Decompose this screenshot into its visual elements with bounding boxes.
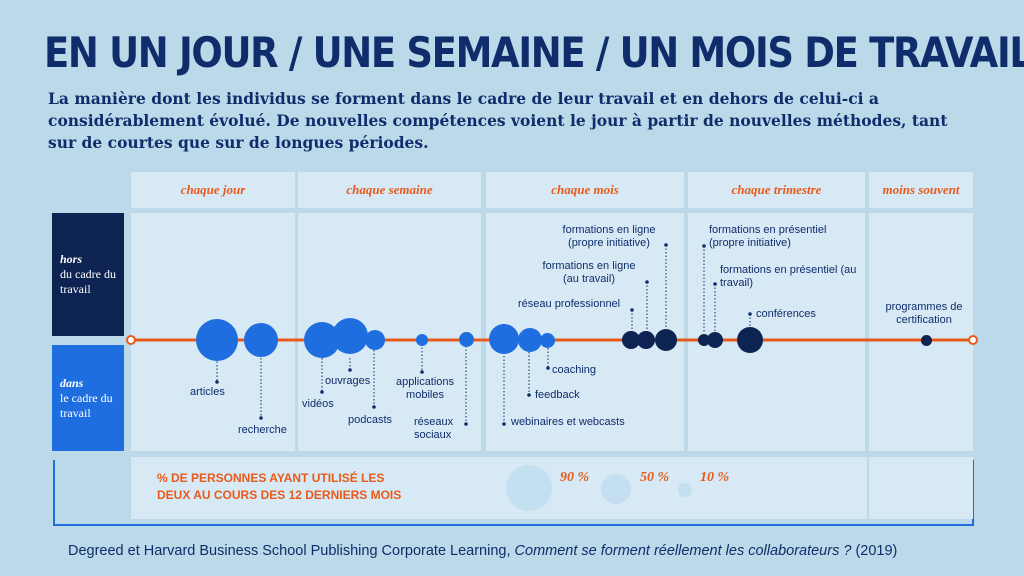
source-suffix: (2019) (851, 543, 898, 559)
legend-value-90: 90 % (560, 470, 590, 485)
bubble-feedback (518, 328, 542, 352)
label-feedback: feedback (535, 389, 580, 401)
label-webinaires: webinaires et webcasts (511, 416, 625, 428)
legend-title-line1: % DE PERSONNES AYANT UTILISÉ LES (157, 471, 385, 485)
legend-panel-right (869, 457, 973, 519)
row-label-inside-emph: dans (60, 375, 84, 390)
bubble-recherche (244, 323, 278, 357)
page-subtitle: La manière dont les individus se forment… (48, 89, 948, 152)
column-body-less-often (869, 213, 973, 451)
row-label-outside-rest: du cadre du travail (60, 267, 116, 296)
bubble-certification (921, 335, 932, 346)
bubble-formations-ligne-propre (655, 329, 677, 351)
column-header-less-often: moins souvent (869, 172, 973, 208)
bubble-webinaires (489, 324, 519, 354)
label-ouvrages: ouvrages (325, 375, 371, 387)
label-formations-presentiel-propre: formations en présentiel (propre initiat… (709, 224, 827, 249)
label-coaching: coaching (552, 364, 597, 376)
source-prefix: Degreed et Harvard Business School Publi… (68, 543, 515, 559)
column-header-quarterly: chaque trimestre (688, 172, 865, 208)
legend-title: % DE PERSONNES AYANT UTILISÉ LES DEUX AU… (157, 470, 401, 504)
column-header-weekly: chaque semaine (298, 172, 481, 208)
label-videos: vidéos (302, 398, 334, 410)
column-header-monthly: chaque mois (486, 172, 684, 208)
label-conferences: conférences (756, 308, 816, 320)
label-applications: applications mobiles (395, 376, 455, 401)
legend-bubble-90 (506, 465, 552, 511)
row-label-inside-work: dans le cadre du travail (52, 345, 124, 451)
legend-panel (131, 457, 867, 519)
label-formations-ligne-travail: formations en ligne (au travail) (542, 260, 636, 285)
label-recherche: recherche (238, 424, 287, 436)
bubble-coaching (540, 333, 555, 348)
row-label-inside-rest: le cadre du travail (60, 390, 113, 420)
bubble-ouvrages (332, 318, 368, 354)
column-header-daily: chaque jour (131, 172, 295, 208)
bubble-reseau-professionnel (622, 331, 640, 349)
bubble-podcasts (365, 330, 385, 350)
bubble-formations-presentiel-travail (707, 332, 723, 348)
legend-title-line2: DEUX AU COURS DES 12 DERNIERS MOIS (157, 488, 402, 502)
label-podcasts: podcasts (348, 414, 393, 426)
source-title: Comment se forment réellement les collab… (514, 543, 852, 559)
bubble-articles (196, 319, 238, 361)
row-label-outside-work: hors du cadre du travail (52, 213, 124, 336)
label-certification: programmes de certification (885, 301, 963, 326)
bubble-reseaux-sociaux (459, 332, 474, 347)
label-formations-presentiel-travail: formations en présentiel (au travail) (720, 264, 857, 289)
source-citation: Degreed et Harvard Business School Publi… (68, 543, 897, 559)
page-title: EN UN JOUR / UNE SEMAINE / UN MOIS DE TR… (44, 28, 1024, 77)
legend-bubble-10 (678, 483, 692, 497)
bubble-formations-ligne-travail (637, 331, 655, 349)
row-label-outside-emph: hors (60, 252, 83, 266)
label-formations-ligne-propre: formations en ligne (propre initiative) (562, 224, 656, 249)
legend-bubble-50 (601, 474, 631, 504)
bubble-applications (416, 334, 428, 346)
legend-value-50: 50 % (640, 470, 670, 485)
bubble-conferences (737, 327, 763, 353)
label-reseau-professionnel: réseau professionnel (518, 298, 621, 310)
label-reseaux-sociaux: réseaux sociaux (414, 416, 454, 441)
label-articles: articles (190, 386, 225, 398)
legend-value-10: 10 % (700, 470, 730, 485)
